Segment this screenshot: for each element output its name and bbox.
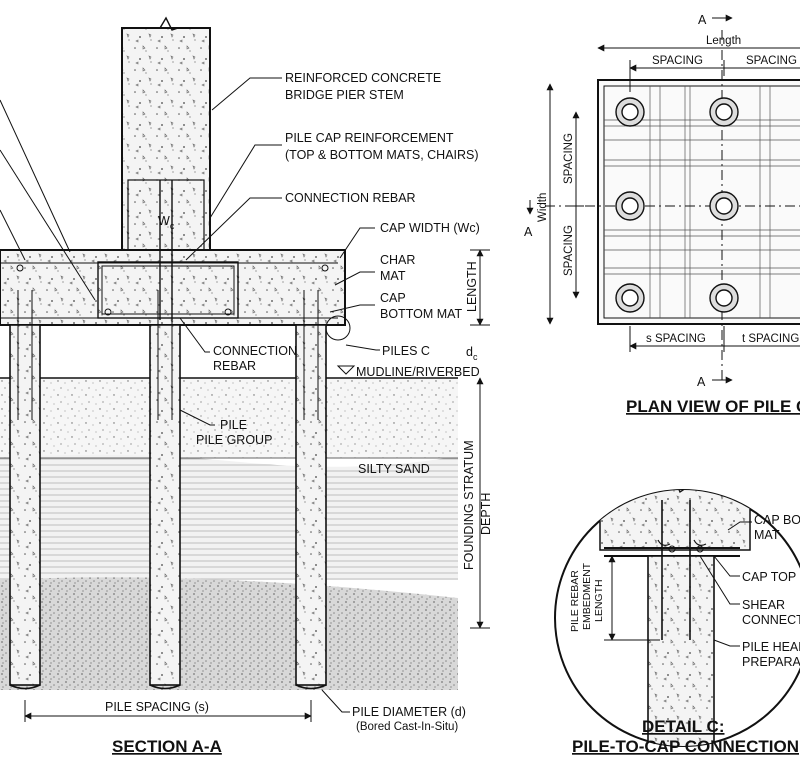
detail-shear-1: SHEAR	[742, 598, 785, 612]
pile-right	[295, 290, 327, 690]
length-label: LENGTH	[465, 261, 479, 312]
silty-sand-label: SILTY SAND	[358, 462, 430, 476]
connection-rebar-label-2b: REBAR	[213, 359, 256, 373]
section-view: REINFORCED CONCRETE BRIDGE PIER STEM PIL…	[0, 16, 493, 756]
section-title: SECTION A-A	[112, 737, 222, 756]
detail-pile-head-2: PREPARAT	[742, 655, 800, 669]
section-marker-top: A	[698, 13, 707, 27]
founding-stratum-layer	[0, 577, 458, 690]
silty-sand-layer	[0, 454, 458, 580]
embed-label-3: LENGTH	[593, 579, 605, 622]
cap-bottom-label-1: CAP	[380, 291, 406, 305]
founding-stratum-label-1: FOUNDING STRATUM	[462, 440, 476, 570]
plan-width-label: Width	[537, 193, 549, 222]
sand-layer	[0, 378, 458, 458]
plan-t-spacing: t SPACING	[742, 333, 799, 345]
pile-left	[9, 290, 41, 690]
wc-symbol: Wc	[158, 214, 175, 231]
connection-rebar-label-2a: CONNECTION	[213, 344, 297, 358]
plan-spacing-top-2: SPACING	[746, 55, 797, 67]
detail-view: PILE REBAR EMBEDMENT LENGTH CAP BOT MAT …	[554, 489, 800, 756]
plan-view: A A A Length SPACING SPACING Width SPACI…	[524, 13, 800, 416]
cap-width-label: CAP WIDTH (Wc)	[380, 221, 480, 235]
plan-s-spacing: s SPACING	[646, 333, 706, 345]
char-label-2: MAT	[380, 269, 406, 283]
char-label-1: CHAR	[380, 253, 415, 267]
pile-diameter-label-2: (Bored Cast-In-Situ)	[356, 721, 458, 733]
detail-cap-bottom-2: MAT	[754, 528, 780, 542]
plan-spacing-side-2: SPACING	[563, 225, 575, 276]
piles-c-label: PILES C	[382, 344, 430, 358]
pier-stem-label-1: REINFORCED CONCRETE	[285, 71, 441, 85]
pile-label-1: PILE	[220, 418, 247, 432]
detail-title-2: PILE-TO-CAP CONNECTION	[572, 737, 799, 756]
pile-center	[149, 290, 181, 690]
founding-stratum-label-2: DEPTH	[479, 493, 493, 535]
cap-reinforcement-label-2: (TOP & BOTTOM MATS, CHAIRS)	[285, 148, 479, 162]
connection-rebar-label: CONNECTION REBAR	[285, 191, 416, 205]
plan-piles	[615, 97, 739, 313]
plan-spacing-side-1: SPACING	[563, 133, 575, 184]
pile-label-2: PILE GROUP	[196, 433, 272, 447]
mudline-label: MUDLINE/RIVERBED	[356, 365, 480, 379]
section-marker-left: A	[524, 225, 533, 239]
detail-cap-bottom-1: CAP BOT	[754, 513, 800, 527]
detail-pile-head-1: PILE HEAD	[742, 640, 800, 654]
plan-spacing-top-1: SPACING	[652, 55, 703, 67]
pier-stem	[121, 27, 211, 251]
section-marker-bottom: A	[697, 375, 706, 389]
embed-label-1: PILE REBAR	[569, 570, 581, 632]
detail-cap-top: CAP TOP M	[742, 570, 800, 584]
plan-title: PLAN VIEW OF PILE C	[626, 397, 800, 416]
pile-spacing-label: PILE SPACING (s)	[105, 700, 209, 714]
pier-stem-label-2: BRIDGE PIER STEM	[285, 88, 404, 102]
embed-label-2: EMBEDMENT	[581, 562, 593, 630]
pile-diameter-label-1: PILE DIAMETER (d)	[352, 705, 466, 719]
cap-bottom-label-2: BOTTOM MAT	[380, 307, 463, 321]
dc-symbol: dc	[466, 345, 478, 362]
plan-length-label: Length	[706, 35, 741, 47]
detail-title-1: DETAIL C:	[642, 717, 724, 736]
cap-reinforcement-label-1: PILE CAP REINFORCEMENT	[285, 131, 454, 145]
detail-shear-2: CONNECTO	[742, 613, 800, 627]
